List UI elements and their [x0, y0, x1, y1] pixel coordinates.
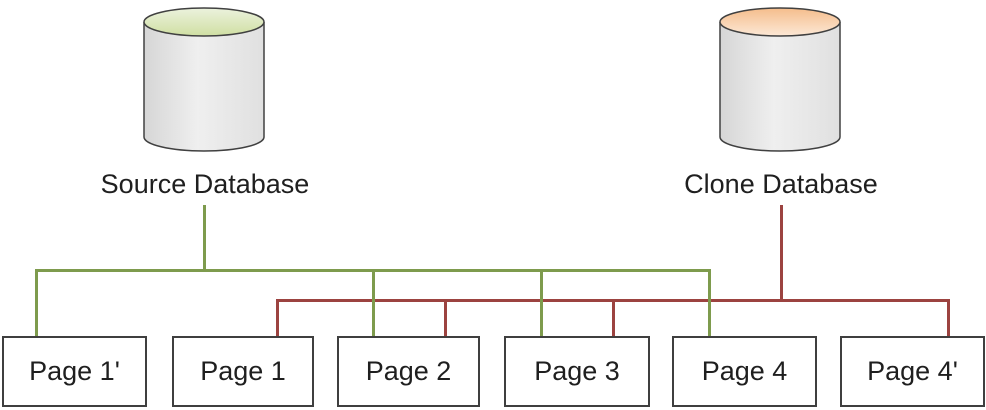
page-box-4prime: Page 4' [840, 336, 985, 407]
clone-drop-page2-line [444, 302, 447, 336]
page-box-2: Page 2 [337, 336, 480, 407]
source-drop-page2-line [372, 272, 375, 336]
clone-drop-page4prime-line [947, 299, 950, 336]
clone-stem-line [780, 205, 783, 302]
page-box-label: Page 4' [867, 356, 958, 386]
page-box-3: Page 3 [504, 336, 650, 407]
page-box-1: Page 1 [172, 336, 314, 407]
page-box-label: Page 2 [365, 356, 452, 386]
page-box-label: Page 1' [29, 356, 120, 386]
source-drop-page4-line [708, 269, 711, 336]
source-database-label: Source Database [100, 169, 310, 199]
source-database-shape [142, 4, 266, 154]
page-box-label: Page 1 [200, 356, 286, 386]
page-box-1prime: Page 1' [2, 336, 147, 407]
clone-horizontal-line [276, 299, 950, 302]
page-box-label: Page 4 [701, 356, 788, 386]
source-stem-line [203, 205, 206, 272]
page-box-label: Page 3 [534, 356, 620, 386]
source-horizontal-line [35, 269, 711, 272]
page-box-4: Page 4 [672, 336, 817, 407]
clone-database-shape [718, 4, 842, 154]
clone-drop-page1-line [276, 299, 279, 336]
database-cylinder-icon [143, 7, 265, 152]
clone-database-label: Clone Database [684, 169, 878, 199]
source-drop-page3-line [540, 272, 543, 336]
source-drop-page1prime-line [35, 269, 38, 336]
clone-drop-page3-line [612, 302, 615, 336]
database-cylinder-icon [719, 7, 841, 152]
